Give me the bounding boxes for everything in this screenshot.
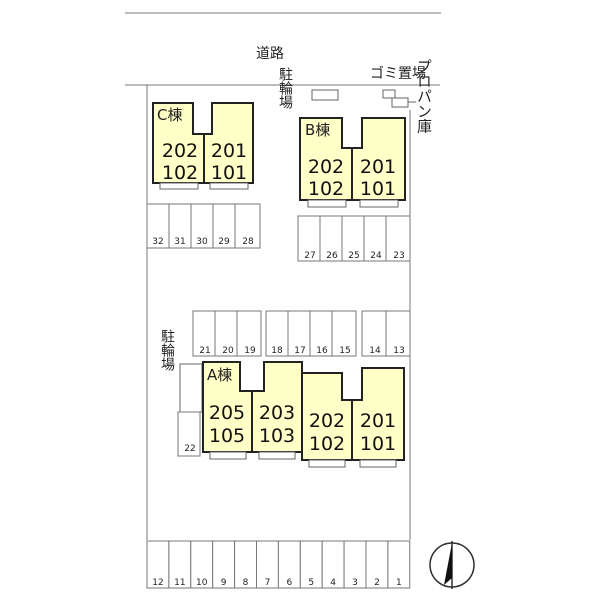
parking-slot [385, 215, 411, 262]
parking-number: 29 [218, 237, 230, 247]
parking-slot-22 [177, 411, 201, 457]
propane-box [391, 97, 409, 108]
parking-number: 24 [370, 251, 382, 261]
bicycle-label-top: 駐輪場 [277, 67, 293, 109]
parking-number: 15 [339, 346, 350, 356]
parking-number: 31 [174, 237, 185, 247]
unit-b-101: 101 [360, 178, 396, 200]
north-arrow-icon [429, 541, 475, 589]
unit-c-202: 202 [162, 140, 198, 162]
unit-b-102: 102 [308, 178, 344, 200]
unit-a-202: 202 [309, 410, 345, 432]
parking-number: 7 [265, 578, 271, 588]
parking-number: 3 [352, 578, 358, 588]
parking-number: 11 [174, 578, 185, 588]
parking-number: 20 [222, 346, 234, 356]
parking-slot [236, 310, 262, 357]
parking-number: 14 [369, 346, 381, 356]
parking-row-mid-b: 18 17 16 15 [265, 310, 357, 357]
parking-row-mid-a: 21 20 19 [192, 310, 262, 357]
building-a-label: A棟 [207, 366, 232, 384]
parking-slot [234, 203, 261, 249]
bicycle-rack-top [311, 89, 339, 101]
unit-c-101: 101 [211, 162, 247, 184]
parking-number: 16 [316, 346, 328, 356]
bicycle-label-a: 駐輪場 [159, 329, 175, 371]
parking-number: 22 [184, 444, 195, 454]
parking-number: 10 [196, 578, 208, 588]
parking-slot [387, 540, 411, 589]
a-step-2 [258, 451, 296, 460]
parking-number: 9 [221, 578, 227, 588]
parking-number: 30 [196, 237, 208, 247]
a-step-3 [308, 459, 346, 468]
unit-a-105: 105 [209, 425, 245, 447]
building-a: A棟 205 203 202 201 105 103 102 101 [202, 361, 405, 461]
parking-number: 26 [326, 251, 338, 261]
building-b: B棟 202 201 102 101 [299, 117, 406, 201]
unit-c-102: 102 [162, 162, 198, 184]
b-step-right [359, 199, 399, 208]
parking-number: 12 [152, 578, 163, 588]
parking-row-b: 27 26 25 24 23 [297, 215, 411, 262]
unit-b-201: 201 [360, 156, 396, 178]
propane-label: プロパン庫 [415, 59, 433, 134]
unit-a-102: 102 [309, 433, 345, 455]
unit-a-203: 203 [259, 402, 295, 424]
unit-b-202: 202 [308, 156, 344, 178]
b-step-left [307, 199, 347, 208]
parking-number: 21 [199, 346, 210, 356]
parking-number: 4 [330, 578, 336, 588]
unit-c-201: 201 [211, 140, 247, 162]
parking-slot [331, 310, 357, 357]
unit-a-201: 201 [360, 410, 396, 432]
parking-number: 32 [152, 237, 163, 247]
unit-a-101: 101 [360, 433, 396, 455]
parking-number: 5 [308, 578, 314, 588]
a-step-1 [209, 451, 247, 460]
parking-row-c: 32 31 30 29 28 [146, 203, 261, 249]
parking-number: 28 [242, 237, 254, 247]
parking-number: 17 [294, 346, 305, 356]
road-label: 道路 [256, 46, 284, 62]
garbage-label: ゴミ置場 [370, 65, 426, 82]
parking-row-mid-c: 14 13 [361, 310, 411, 357]
parking-number: 6 [286, 578, 292, 588]
unit-a-103: 103 [259, 425, 295, 447]
c-step-right [209, 182, 249, 190]
a-step-4 [359, 459, 397, 468]
parking-number: 25 [348, 251, 359, 261]
parking-number: 1 [396, 578, 402, 588]
parking-number: 8 [243, 578, 249, 588]
building-c: C棟 202 201 102 101 [152, 102, 254, 184]
parking-number: 23 [393, 251, 404, 261]
parking-number: 27 [304, 251, 315, 261]
parking-number: 13 [393, 346, 404, 356]
parking-number: 2 [374, 578, 380, 588]
parking-row-bottom: 12 11 10 9 8 7 6 5 4 3 2 1 [146, 540, 411, 589]
parking-slot [385, 310, 411, 357]
bicycle-rack-a [179, 363, 203, 413]
c-step-left [159, 182, 199, 190]
parking-number: 19 [244, 346, 256, 356]
building-b-label: B棟 [305, 121, 330, 139]
parking-number: 18 [271, 346, 283, 356]
parking-slot [361, 310, 387, 357]
building-c-label: C棟 [157, 106, 182, 124]
garbage-box [382, 89, 396, 99]
unit-a-205: 205 [209, 402, 245, 424]
